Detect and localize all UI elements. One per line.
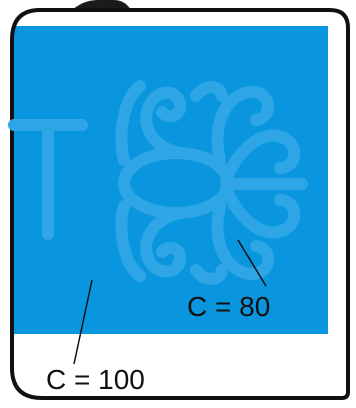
ornament-scroll-bottom-left [140,208,187,278]
ornament-leaf-bottom-right [211,200,275,280]
leader-line-c80 [237,239,267,287]
label-c100: C = 100 [46,364,145,395]
ornament-curl-bottom [190,264,228,285]
label-c80: C = 80 [187,291,271,322]
outer-frame [10,8,350,400]
partial-letter-shape [8,119,88,240]
ornament-leaf-upper-right [220,129,300,186]
ornament-leaf-lower-right [220,182,300,239]
ornament-curl-top [190,81,228,102]
ornament-scroll-top-left [140,86,187,158]
c80-ornament [8,80,308,285]
ornament-leaf-top-right [211,86,275,166]
leader-line-c100 [73,279,93,365]
ornament-stem-top-left [115,80,146,166]
ornament-stem-bottom-left [115,200,146,282]
